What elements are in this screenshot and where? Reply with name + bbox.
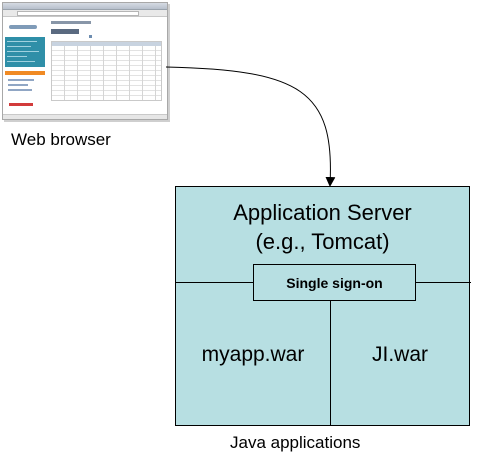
thumbnail-link: [8, 89, 32, 91]
app-divider-line: [330, 301, 331, 425]
thumbnail-data-table: [51, 41, 162, 101]
thumbnail-content-heading: [51, 29, 79, 34]
app-ji-label: JI.war: [371, 343, 428, 366]
thumbnail-content: [49, 21, 164, 113]
java-applications-caption: Java applications: [230, 433, 361, 452]
server-subtitle: (e.g., Tomcat): [255, 229, 390, 254]
thumbnail-link: [8, 79, 34, 81]
web-browser-thumbnail: [2, 2, 168, 120]
single-sign-on-box: Single sign-on: [253, 264, 416, 301]
thumbnail-content-title: [51, 21, 91, 24]
browser-statusbar: [3, 114, 167, 119]
divider-line: [416, 282, 471, 283]
application-server-box: Application Server (e.g., Tomcat) Single…: [175, 186, 471, 426]
divider-line: [176, 282, 253, 283]
app-myapp-label: myapp.war: [201, 343, 305, 366]
browser-titlebar: [3, 3, 167, 10]
single-sign-on-label: Single sign-on: [286, 274, 383, 291]
thumbnail-highlight-band: [5, 71, 45, 75]
thumbnail-sidebar: [5, 19, 45, 113]
thumbnail-menu-band: [5, 37, 45, 67]
browser-address-bar: [17, 11, 139, 16]
browser-page-area: [3, 17, 167, 115]
thumbnail-brand-logo: [9, 103, 33, 106]
thumbnail-link: [8, 84, 28, 86]
thumbnail-marker: [89, 35, 92, 38]
server-title: Application Server: [233, 200, 412, 225]
web-browser-caption: Web browser: [11, 130, 111, 149]
thumbnail-logo: [9, 25, 37, 29]
